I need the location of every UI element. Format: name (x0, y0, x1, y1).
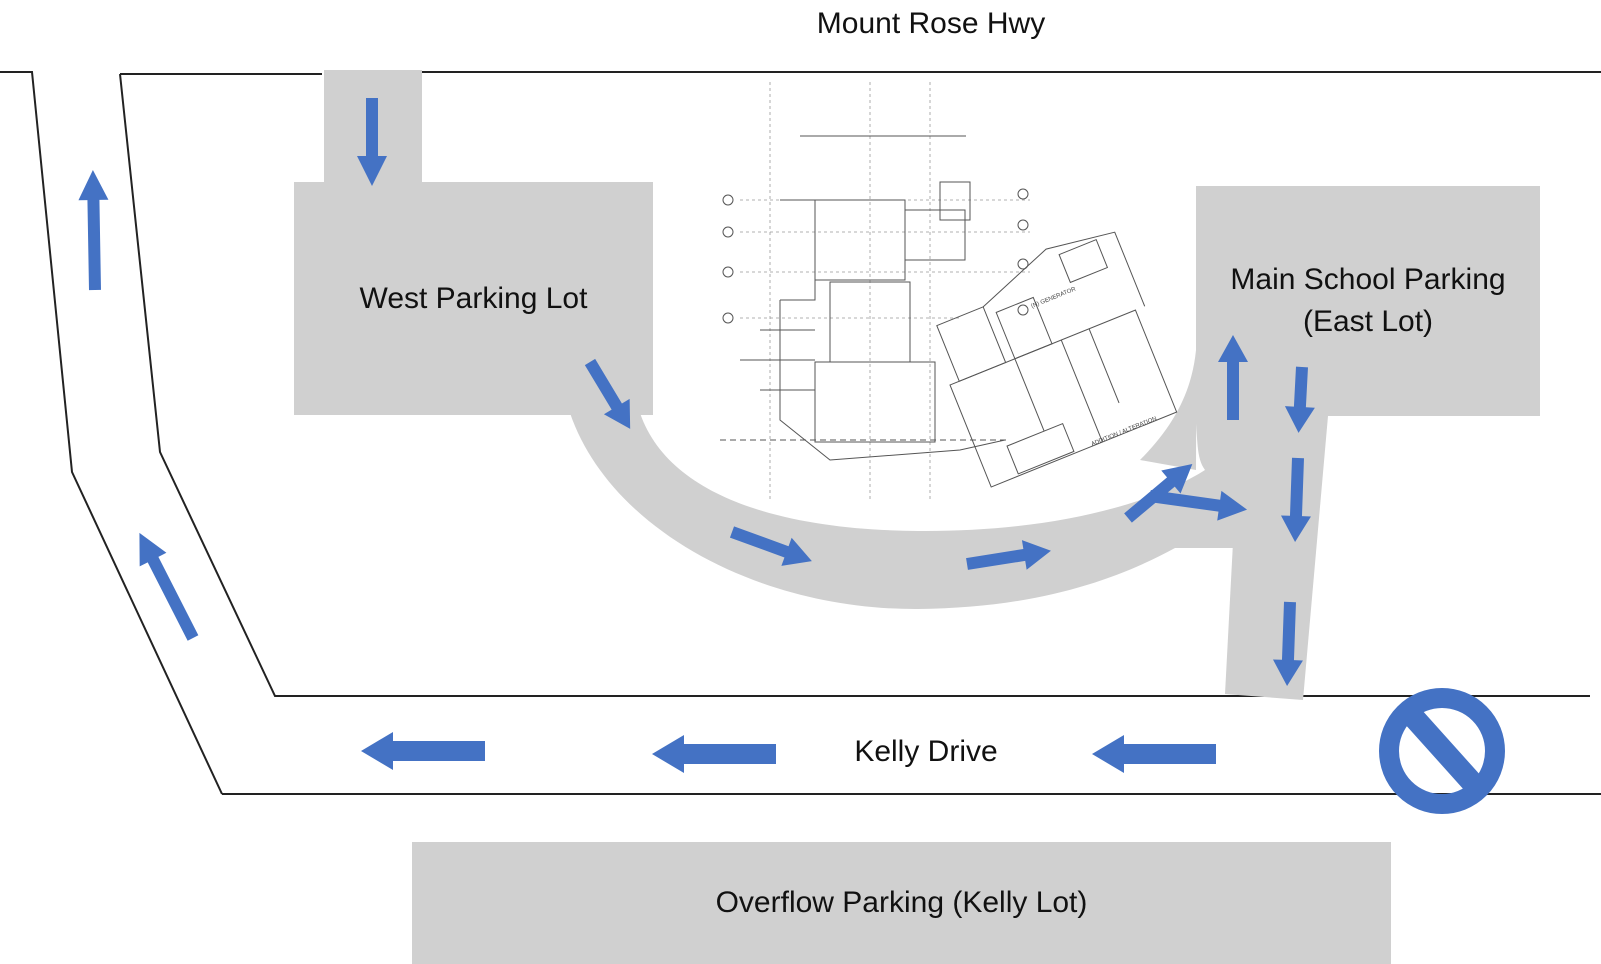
arrow-icon (361, 732, 485, 770)
addition-plan-label: ADDITION / ALTERATION (1091, 416, 1158, 448)
arrow-icon (1284, 366, 1315, 433)
arrow-icon (139, 532, 199, 641)
arrow-icon (729, 526, 812, 566)
traffic-arrows (78, 98, 1315, 773)
east-lot-corner (1140, 186, 1197, 470)
no-entry-icon (1379, 688, 1505, 814)
mount-rose-hwy-label: Mount Rose Hwy (816, 7, 1046, 40)
overflow-parking-label: Overflow Parking (Kelly Lot) (715, 886, 1088, 919)
generator-plan-label: (N) GENERATOR (1031, 286, 1078, 310)
road-outlines (0, 71, 1601, 795)
arrow-icon (1092, 735, 1216, 773)
arrow-icon (966, 540, 1051, 570)
curved-driveway (570, 413, 1302, 610)
main-school-parking-lot (1196, 186, 1540, 416)
west-parking-lot-label: West Parking Lot (359, 282, 588, 315)
east-exit-driveway (1225, 410, 1328, 700)
west-road-inner-edge (119, 73, 1590, 697)
west-road-outer-edge (0, 71, 223, 795)
arrow-icon (1149, 490, 1248, 521)
arrow-icon (1218, 335, 1248, 420)
lots-and-driveways (294, 70, 1540, 964)
building-floor-plan: (N) GENERATOR ADDITION / ALTERATION (720, 82, 1178, 500)
arrow-icon (1272, 601, 1303, 686)
arrow-icon (78, 170, 109, 291)
east-lot-label: (East Lot) (1302, 305, 1434, 338)
overflow-parking-lot (412, 842, 1391, 964)
arrow-icon (357, 98, 387, 186)
arrow-icon (1280, 457, 1311, 542)
kelly-drive-label: Kelly Drive (854, 735, 998, 768)
arrow-icon (584, 358, 631, 429)
main-school-parking-label: Main School Parking (1230, 263, 1506, 296)
arrow-icon (652, 735, 776, 773)
